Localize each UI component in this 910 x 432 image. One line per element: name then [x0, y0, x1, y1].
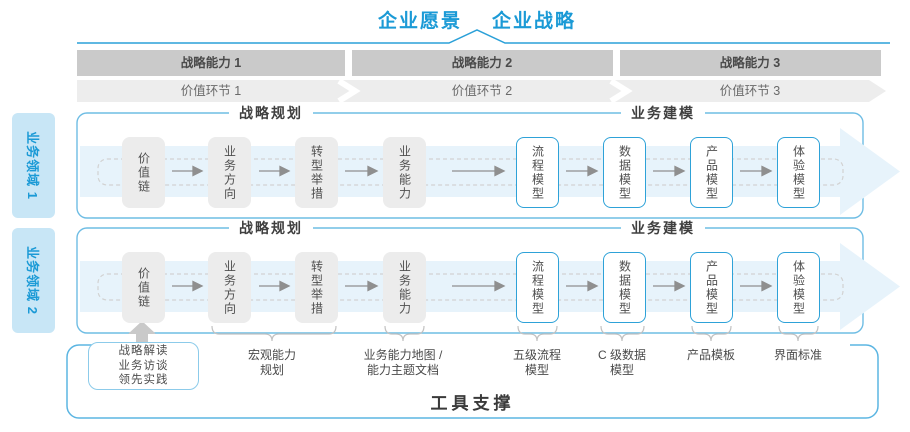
annotation-text: 规划	[259, 363, 285, 377]
flow-box-label: 体验模型	[791, 259, 806, 316]
flow-box-business-direction: 业务方向	[208, 252, 251, 323]
flow-box-data-model: 数据模型	[603, 137, 646, 208]
annotation-text: 业务能力地图 /	[363, 348, 443, 362]
flow-box-process-model: 流程模型	[516, 252, 559, 323]
flow-box-label: 转型举措	[309, 144, 324, 201]
flow-box-transformation-initiatives: 转型举措	[295, 252, 338, 323]
tool-support-box-outline	[66, 341, 879, 419]
flow-box-transformation-initiatives: 转型举措	[295, 137, 338, 208]
domain-label-text: 业务领域 1	[25, 131, 40, 200]
flow-box-label: 业务能力	[397, 259, 412, 316]
domain-label-text: 业务领域 2	[25, 246, 40, 315]
flow-box-experience-model: 体验模型	[777, 137, 820, 208]
annotation-label-macro-capability: 宏观能力规划	[248, 348, 296, 378]
domain-label-1: 业务领域 1	[12, 113, 55, 218]
flow-box-label: 价值链	[136, 266, 151, 309]
section-title-business-modeling: 业务建模	[621, 104, 705, 122]
capability-label: 战略能力 1	[180, 56, 242, 70]
annotation-text: 产品模板	[686, 348, 736, 362]
flow-box-label: 转型举措	[309, 259, 324, 316]
capability-band	[77, 50, 881, 76]
flow-box-label: 体验模型	[791, 144, 806, 201]
value-link-label: 价值环节 3	[719, 84, 781, 98]
page-title: 企业愿景 企业战略	[44, 6, 910, 33]
flow-box-product-model: 产品模型	[690, 252, 733, 323]
flow-box-label: 产品模型	[704, 259, 719, 316]
annotation-text: 能力主题文档	[366, 363, 440, 377]
domain-label-2: 业务领域 2	[12, 228, 55, 333]
capability-label: 战略能力 3	[719, 56, 781, 70]
flow-box-data-model: 数据模型	[603, 252, 646, 323]
value-link-label: 价值环节 2	[451, 84, 513, 98]
annotation-text: 模型	[609, 363, 635, 377]
flow-box-label: 价值链	[136, 151, 151, 194]
value-link-label: 价值环节 1	[180, 84, 242, 98]
vision-label: 企业愿景	[377, 11, 462, 32]
flow-box-value-chain: 价值链	[122, 252, 165, 323]
flow-box-business-capability: 业务能力	[383, 137, 426, 208]
annotation-practice-box: 战略解读 业务访谈 领先实践	[88, 342, 199, 390]
annotation-line: 业务访谈	[118, 359, 169, 372]
flow-box-business-direction: 业务方向	[208, 137, 251, 208]
section-title-strategic-planning: 战略规划	[229, 104, 313, 122]
vision-divider-line	[77, 29, 890, 44]
flow-box-process-model: 流程模型	[516, 137, 559, 208]
annotation-text: 宏观能力	[247, 348, 297, 362]
annotation-line: 战略解读	[118, 345, 169, 358]
annotation-label-process-model: 五级流程模型	[513, 348, 561, 378]
flow-box-label: 业务能力	[397, 144, 412, 201]
flow-box-label: 产品模型	[704, 144, 719, 201]
annotation-text: 五级流程	[512, 348, 562, 362]
section-title-strategic-planning: 战略规划	[229, 219, 313, 237]
value-chain-band	[77, 80, 886, 102]
flow-box-label: 业务方向	[222, 144, 237, 201]
flow-box-value-chain: 价值链	[122, 137, 165, 208]
annotation-text: 模型	[524, 363, 550, 377]
brace-connector	[211, 325, 819, 342]
flow-box-label: 流程模型	[530, 144, 545, 201]
flow-box-label: 数据模型	[617, 144, 632, 201]
step-arrow-icon	[172, 165, 773, 292]
capability-label: 战略能力 2	[451, 56, 513, 70]
annotation-label-product-template: 产品模板	[687, 348, 735, 363]
annotation-text: C 级数据	[597, 348, 647, 362]
flow-box-business-capability: 业务能力	[383, 252, 426, 323]
flow-box-label: 流程模型	[530, 259, 545, 316]
up-arrow-icon	[128, 321, 156, 347]
dashed-track	[97, 158, 844, 301]
strategy-label: 企业战略	[492, 11, 577, 32]
annotation-label-ui-standard: 界面标准	[774, 348, 822, 363]
annotation-line: 领先实践	[118, 374, 169, 387]
section-title-business-modeling: 业务建模	[621, 219, 705, 237]
flow-box-label: 业务方向	[222, 259, 237, 316]
annotation-text: 界面标准	[773, 348, 823, 362]
value-chain-chevron	[337, 78, 633, 104]
flow-box-label: 数据模型	[617, 259, 632, 316]
annotation-label-data-model: C 级数据模型	[598, 348, 646, 378]
tool-support-label: 工具支撑	[430, 394, 515, 413]
flow-box-experience-model: 体验模型	[777, 252, 820, 323]
flow-box-product-model: 产品模型	[690, 137, 733, 208]
annotation-label-capability-map: 业务能力地图 /能力主题文档	[364, 348, 443, 378]
